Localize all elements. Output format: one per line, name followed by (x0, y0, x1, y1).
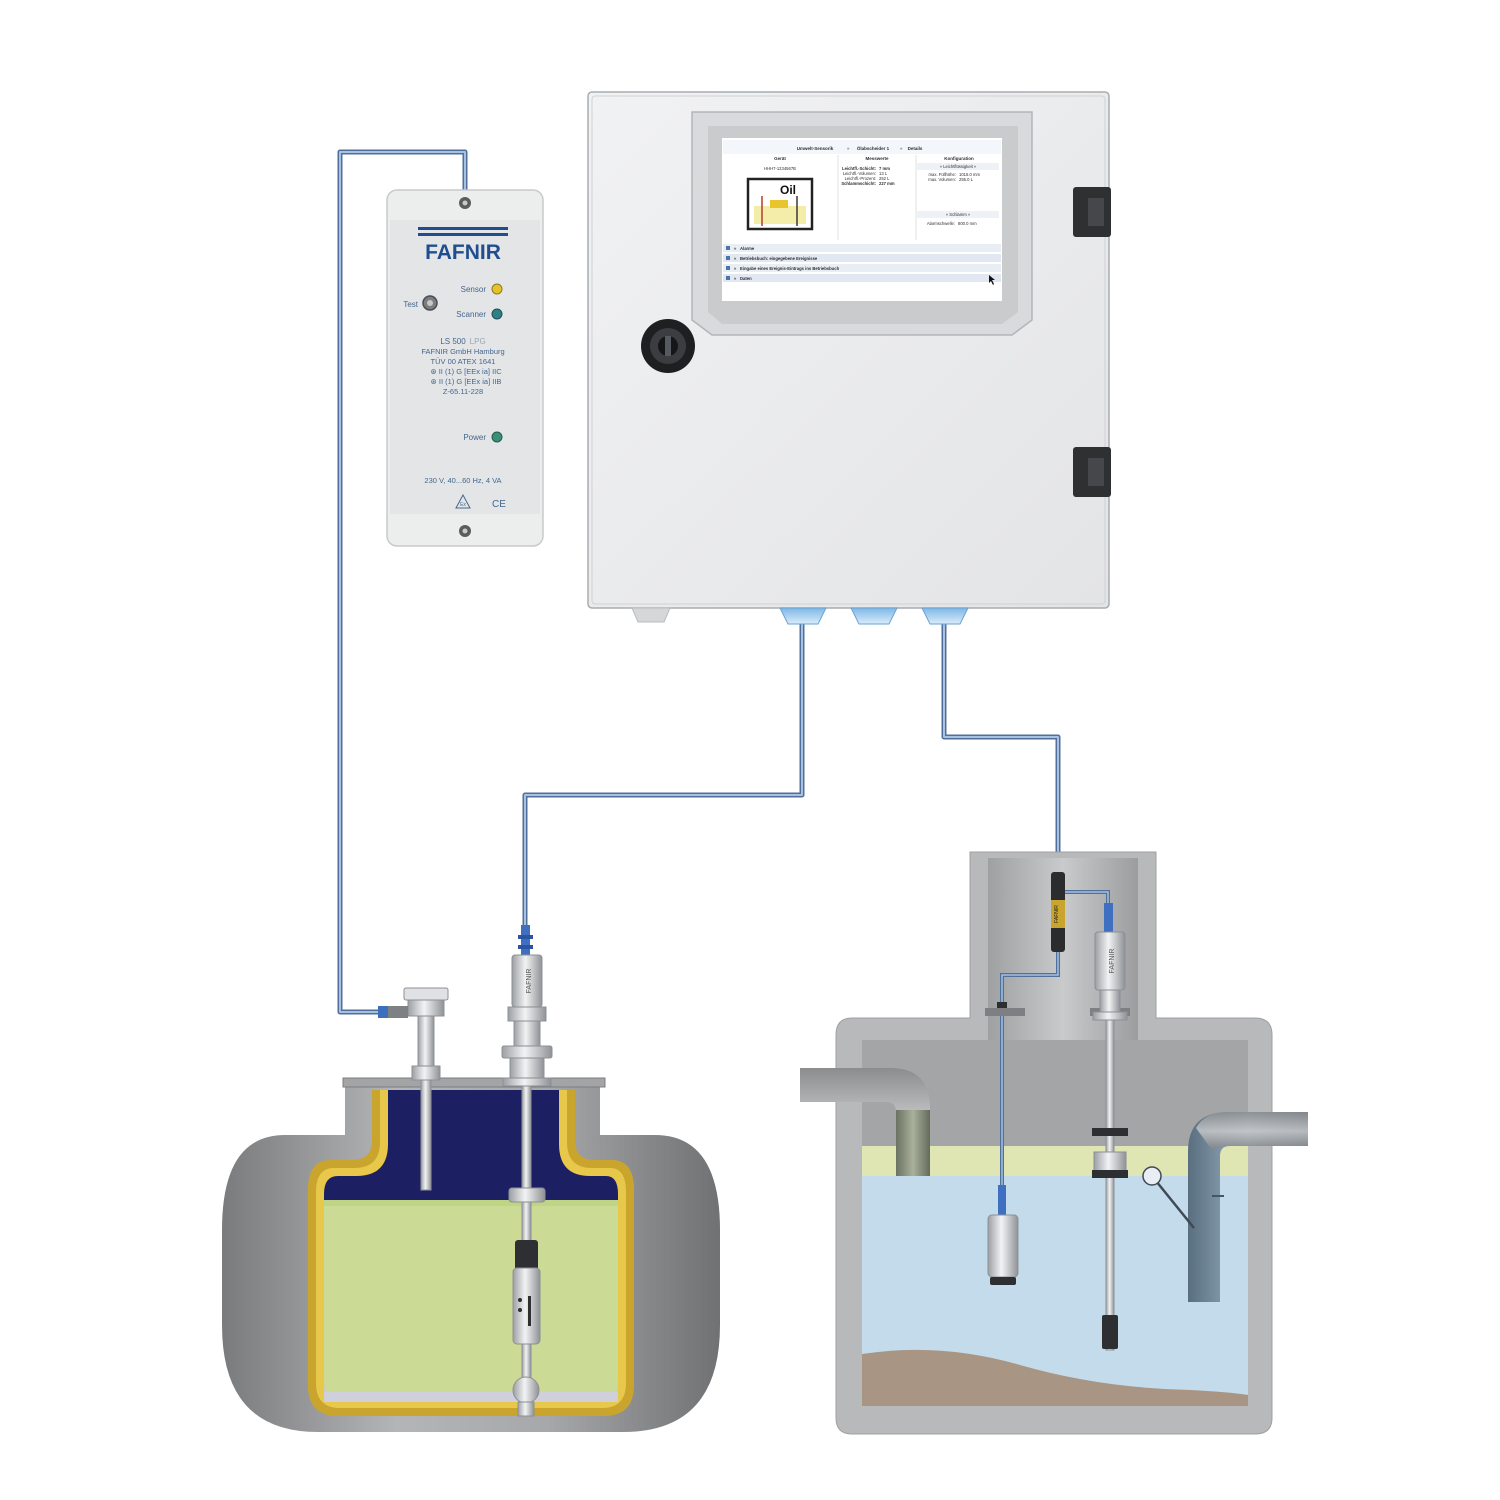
menu-item-logbook[interactable]: Betriebsbuch: eingegebene Ereignisse (740, 256, 818, 261)
svg-text:Oil: Oil (780, 183, 796, 197)
test-label: Test (403, 300, 418, 309)
svg-text:1015.0 mm: 1015.0 mm (959, 172, 980, 177)
cursor-icon (989, 275, 995, 285)
gas-float (508, 1187, 546, 1203)
tank-level-probe: FAFNIR (501, 925, 553, 1417)
sludge-layer (862, 1349, 1248, 1406)
maker-label: FAFNIR GmbH Hamburg (421, 347, 504, 356)
menu-item-log-entry[interactable]: Eingabe eines Ereignis-Eintrags ins Betr… (740, 266, 840, 271)
overfill-sensor (378, 987, 449, 1191)
ce-mark-icon: CE (492, 499, 506, 510)
nav-crumb-3[interactable]: Details (908, 146, 923, 151)
cables (337, 149, 1061, 1015)
oil-sensor-probe (987, 1214, 1019, 1278)
svg-text:Ex: Ex (460, 502, 466, 508)
cable-gland-2 (850, 607, 898, 625)
svg-text:13 L: 13 L (879, 171, 888, 176)
svg-text:« Leichtflüssigkeit »: « Leichtflüssigkeit » (940, 164, 977, 169)
liquid-float-dark (515, 1240, 538, 1270)
touch-screen-ui: Umwelt-Sensorik » Ölabscheider 1 » Detai… (723, 140, 1001, 285)
svg-text:max. Volumen:: max. Volumen: (928, 177, 956, 182)
svg-text:252 L: 252 L (879, 176, 890, 181)
svg-text:»: » (847, 146, 850, 151)
scanner-led (491, 308, 503, 320)
oil-separator-icon: Oil (746, 177, 814, 231)
svg-text:Leichtfl.-Volumen:: Leichtfl.-Volumen: (843, 171, 876, 176)
col-values: Messwerte (865, 156, 889, 161)
svg-text:FAFNIR: FAFNIR (1109, 949, 1116, 974)
svg-text:Schlammschicht:: Schlammschicht: (841, 181, 876, 186)
svg-text:Alarmschwelle:: Alarmschwelle: (927, 221, 955, 226)
cert-label-4: Z-65.11-228 (443, 387, 483, 396)
liquid-float (512, 1267, 541, 1345)
configuration: « Leichtflüssigkeit » max. Füllhöhe: 101… (917, 163, 999, 226)
supply-label: 230 V, 40...60 Hz, 4 VA (424, 476, 501, 485)
power-led (491, 431, 503, 443)
sludge-sensor (1102, 1315, 1118, 1349)
closure-float (1142, 1166, 1195, 1229)
ex-mark-icon (455, 493, 471, 509)
svg-text:»: » (734, 266, 737, 271)
cert-label-1: TÜV 00 ATEX 1641 (431, 357, 496, 366)
separator-probes: FAFNIR FAFNIR (985, 872, 1130, 1351)
cable-gland-1 (779, 607, 827, 625)
col-device: Gerät (774, 156, 786, 161)
svg-text:»: » (734, 276, 737, 281)
svg-text:227 mm: 227 mm (879, 181, 895, 186)
svg-text:max. Füllhöhe:: max. Füllhöhe: (929, 172, 956, 177)
svg-text:»: » (900, 146, 903, 151)
svg-text:Leichtfl.-Schicht:: Leichtfl.-Schicht: (842, 166, 876, 171)
menu-item-data[interactable]: Daten (740, 276, 752, 281)
cable-gland-3 (921, 607, 969, 625)
svg-text:Leichtfl.-Prozent:: Leichtfl.-Prozent: (845, 176, 876, 181)
cable-controller-to-separator (941, 620, 1061, 878)
bottom-weight (512, 1376, 540, 1404)
svg-text:7 mm: 7 mm (879, 166, 890, 171)
sensor-led (491, 283, 503, 295)
nav-crumb-1[interactable]: Umwelt-Sensorik (797, 146, 834, 151)
svg-text:255.0 L: 255.0 L (959, 177, 974, 182)
svg-text:»: » (734, 246, 737, 251)
cable-connector-icon (378, 1006, 388, 1018)
menu-item-alarms[interactable]: Alarme (740, 246, 755, 251)
cert-label-2: ⊛ II (1) G [EEx ia] IIC (430, 367, 502, 376)
col-config: Konfiguration (944, 156, 974, 161)
svg-text:»: » (734, 256, 737, 261)
device-id: HHH7-1234567B (764, 166, 796, 171)
svg-text:« Schlamm »: « Schlamm » (946, 212, 971, 217)
oil-separator (800, 851, 1308, 1435)
svg-text:FAFNIR: FAFNIR (1054, 905, 1060, 923)
fafnir-logo: FAFNIR (425, 241, 501, 264)
liquid-phase (324, 1200, 618, 1400)
cert-label-3: ⊛ II (1) G [EEx ia] IIB (431, 377, 502, 386)
scanner-label: Scanner (456, 310, 486, 319)
cable-gland-grey (631, 607, 671, 623)
probe-brand-label: FAFNIR (526, 969, 533, 994)
sensor-label: Sensor (461, 285, 487, 294)
screen-menu: Alarme » » Betriebsbuch: eingegebene Ere… (723, 244, 1001, 282)
svg-text:800.0 mm: 800.0 mm (958, 221, 977, 226)
outlet-pipe (1188, 1112, 1308, 1302)
cable-controller-to-tank-probe (522, 620, 805, 940)
nav-crumb-2[interactable]: Ölabscheider 1 (857, 145, 890, 151)
power-label: Power (463, 433, 486, 442)
lpg-tank (222, 1077, 720, 1432)
measured-values: Leichtfl.-Schicht: 7 mm Leichtfl.-Volume… (841, 166, 895, 186)
gas-phase (324, 1090, 618, 1200)
